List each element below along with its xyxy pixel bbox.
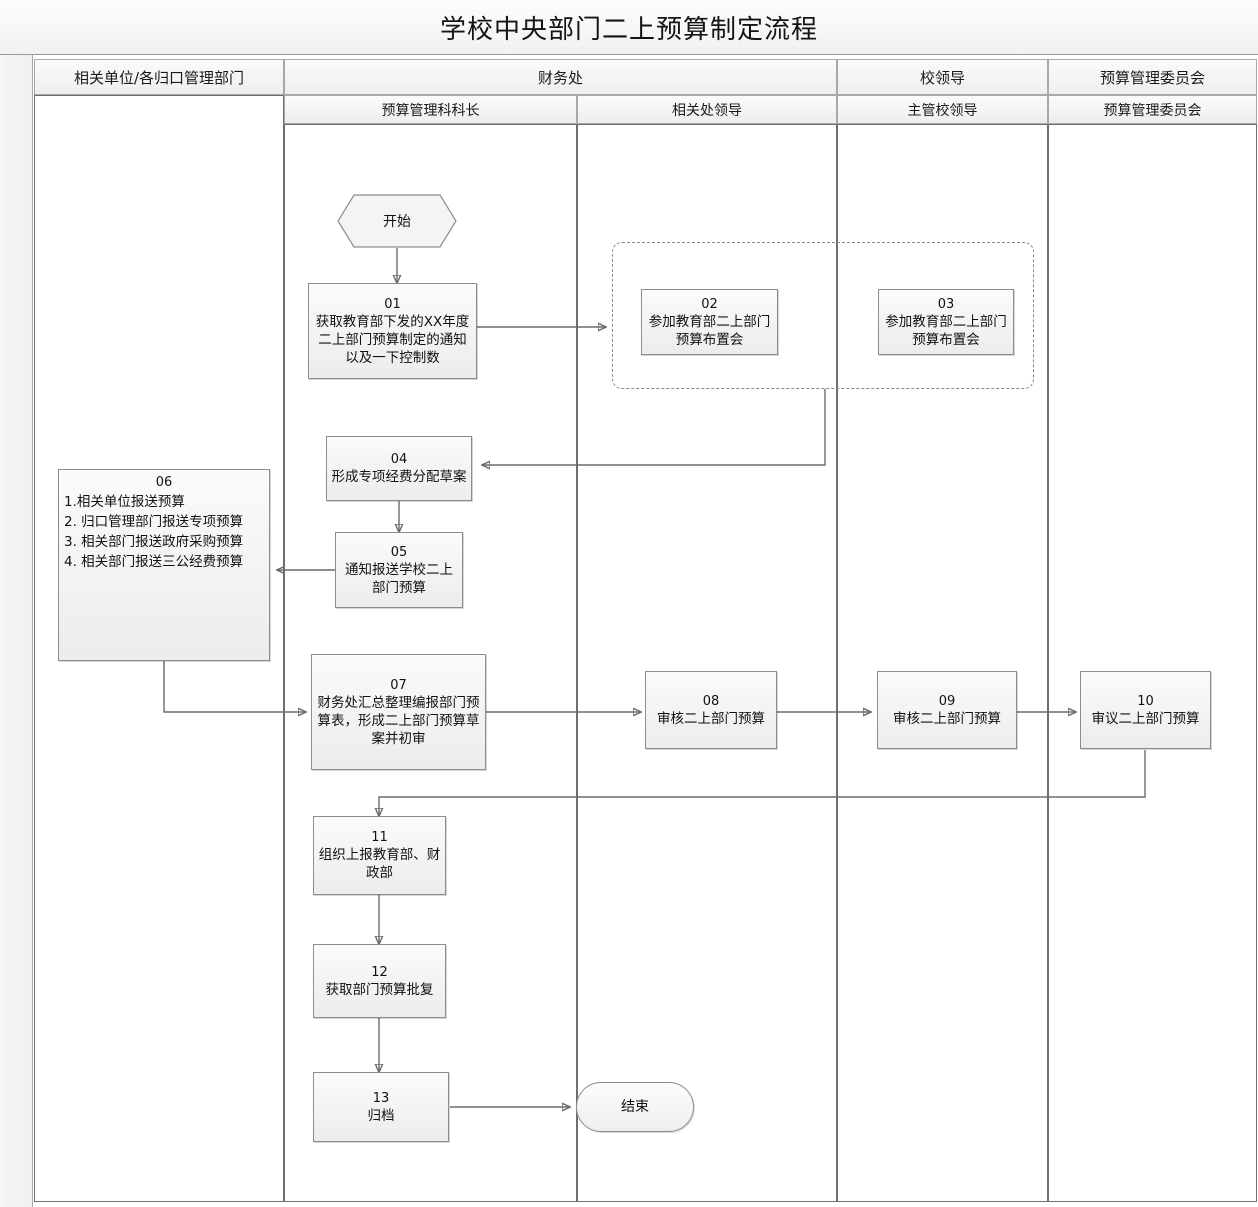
node-08-number: 08 [702, 693, 720, 709]
node-11-text: 组织上报教育部、财政部 [318, 847, 441, 881]
node-start[interactable]: 开始 [337, 194, 457, 248]
lane-header-school-leaders: 校领导 [837, 59, 1048, 95]
node-05[interactable]: 05 通知报送学校二上部门预算 [335, 532, 463, 608]
node-07-text: 财务处汇总整理编报部门预算表，形成二上部门预算草案并初审 [317, 694, 480, 747]
node-07-number: 07 [390, 677, 407, 693]
title-band: 学校中央部门二上预算制定流程 [0, 0, 1258, 55]
sublane-header-supervising-leader: 主管校领导 [837, 95, 1048, 124]
node-05-number: 05 [390, 544, 408, 560]
page-title: 学校中央部门二上预算制定流程 [439, 14, 818, 45]
left-gutter [0, 55, 33, 1207]
node-12[interactable]: 12 获取部门预算批复 [313, 944, 446, 1018]
node-11-number: 11 [371, 830, 388, 845]
sublane-header-budget-section-chief: 预算管理科科长 [284, 95, 577, 124]
node-end-label: 结束 [621, 1099, 649, 1115]
node-06-text: 1.相关单位报送预算 2. 归口管理部门报送专项预算 3. 相关部门报送政府采购… [64, 494, 244, 570]
dashed-group-meeting [612, 242, 1034, 389]
node-09[interactable]: 09 审核二上部门预算 [877, 671, 1017, 749]
node-end[interactable]: 结束 [576, 1082, 694, 1132]
node-02-number: 02 [701, 296, 718, 312]
lane-header-budget-committee: 预算管理委员会 [1048, 59, 1257, 95]
node-13[interactable]: 13 归档 [313, 1072, 449, 1142]
node-01[interactable]: 01 获取教育部下发的XX年度二上部门预算制定的通知以及一下控制数 [308, 283, 477, 379]
node-12-number: 12 [371, 964, 388, 980]
node-13-text: 归档 [367, 1107, 395, 1124]
node-01-number: 01 [384, 296, 401, 312]
node-06[interactable]: 06 1.相关单位报送预算 2. 归口管理部门报送专项预算 3. 相关部门报送政… [58, 469, 270, 661]
node-04[interactable]: 04 形成专项经费分配草案 [326, 436, 472, 501]
hexagon-shape [337, 194, 457, 248]
node-13-number: 13 [372, 1090, 390, 1106]
node-08[interactable]: 08 审核二上部门预算 [645, 671, 777, 749]
node-09-number: 09 [938, 693, 956, 709]
node-04-text: 形成专项经费分配草案 [331, 469, 467, 485]
node-10-text: 审议二上部门预算 [1091, 710, 1200, 727]
node-start-label: 开始 [383, 214, 411, 230]
node-03-text: 参加教育部二上部门预算布置会 [885, 313, 1007, 348]
sublane-header-budget-committee: 预算管理委员会 [1048, 95, 1257, 124]
node-10[interactable]: 10 审议二上部门预算 [1080, 671, 1211, 749]
node-09-text: 审核二上部门预算 [893, 710, 1001, 727]
node-08-text: 审核二上部门预算 [657, 710, 765, 727]
node-04-number: 04 [390, 452, 408, 467]
node-10-number: 10 [1137, 693, 1154, 709]
node-11[interactable]: 11 组织上报教育部、财政部 [313, 816, 446, 895]
node-02-text: 参加教育部二上部门预算布置会 [648, 313, 771, 348]
node-05-text: 通知报送学校二上部门预算 [345, 561, 453, 596]
node-12-text: 获取部门预算批复 [325, 981, 434, 998]
node-03[interactable]: 03 参加教育部二上部门预算布置会 [878, 289, 1014, 355]
node-02[interactable]: 02 参加教育部二上部门预算布置会 [641, 289, 778, 355]
sublane-header-related-dept-leaders: 相关处领导 [577, 95, 837, 124]
node-03-number: 03 [937, 296, 955, 312]
node-01-text: 获取教育部下发的XX年度二上部门预算制定的通知以及一下控制数 [315, 313, 470, 366]
lane-header-related-units: 相关单位/各归口管理部门 [34, 59, 284, 95]
lane-body-budget-committee [1048, 124, 1257, 1202]
node-07[interactable]: 07 财务处汇总整理编报部门预算表，形成二上部门预算草案并初审 [311, 654, 486, 770]
node-06-number: 06 [155, 475, 173, 490]
lane-header-finance-office: 财务处 [284, 59, 837, 95]
